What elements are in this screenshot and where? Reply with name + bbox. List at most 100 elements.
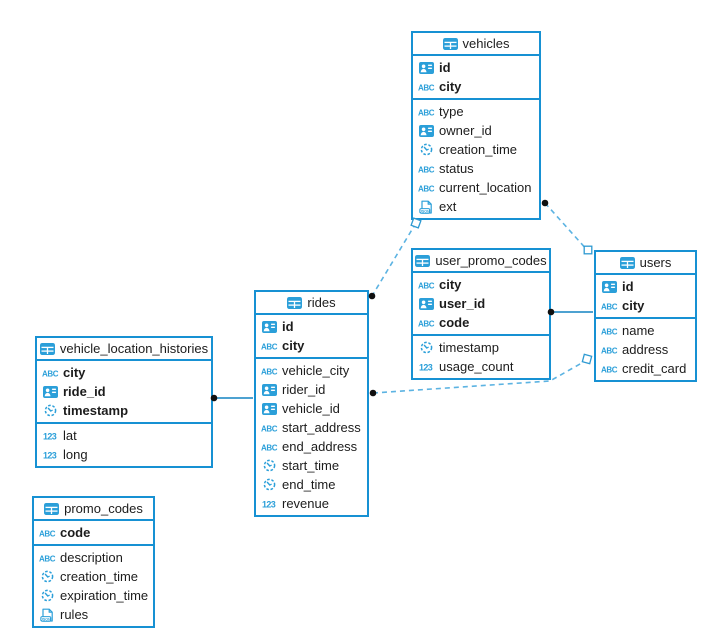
table-title: users [639, 255, 672, 270]
abc-icon: ABC [600, 343, 618, 357]
field-row-owner_id[interactable]: owner_id [413, 121, 539, 140]
field-label: city [63, 365, 86, 380]
field-row-vehicle_id[interactable]: vehicle_id [256, 399, 367, 418]
field-row-timestamp[interactable]: timestamp [37, 401, 211, 420]
table-icon [39, 342, 55, 356]
field-row-city[interactable]: ABC city [413, 77, 539, 96]
field-row-expiration_time[interactable]: expiration_time [34, 586, 153, 605]
table-header[interactable]: rides [256, 292, 367, 315]
relationship-line-vehicles-rides[interactable] [371, 222, 417, 297]
table-header[interactable]: vehicles [413, 33, 539, 56]
clock-icon [260, 459, 278, 473]
field-row-current_location[interactable]: ABC current_location [413, 178, 539, 197]
clock-icon [417, 341, 435, 355]
field-label: creation_time [439, 142, 518, 157]
field-row-credit_card[interactable]: ABC credit_card [596, 359, 695, 378]
table-icon [287, 296, 303, 310]
field-row-id[interactable]: id [256, 317, 367, 336]
field-row-id[interactable]: id [596, 277, 695, 296]
field-label: city [439, 79, 462, 94]
id-icon [260, 383, 278, 397]
field-label: ext [439, 199, 457, 214]
relationship-line-vehicles-users[interactable] [544, 202, 589, 252]
table-header[interactable]: promo_codes [34, 498, 153, 521]
field-row-id[interactable]: id [413, 58, 539, 77]
number-icon: 123 [260, 497, 278, 511]
table-icon [44, 502, 60, 516]
svg-text:123: 123 [262, 499, 276, 508]
field-label: owner_id [439, 123, 492, 138]
field-row-user_id[interactable]: user_id [413, 294, 549, 313]
field-label: description [60, 550, 123, 565]
field-row-rider_id[interactable]: rider_id [256, 380, 367, 399]
svg-text:ABC: ABC [261, 342, 278, 351]
abc-icon: ABC [260, 339, 278, 353]
table-title: vehicle_location_histories [59, 341, 209, 356]
field-row-end_time[interactable]: end_time [256, 475, 367, 494]
field-row-city[interactable]: ABC city [256, 336, 367, 355]
field-row-timestamp[interactable]: timestamp [413, 338, 549, 357]
svg-text:ABC: ABC [601, 302, 618, 311]
field-label: credit_card [622, 361, 687, 376]
clock-icon [38, 589, 56, 603]
svg-text:ABC: ABC [261, 367, 278, 376]
field-row-creation_time[interactable]: creation_time [413, 140, 539, 159]
field-label: city [622, 298, 645, 313]
table-header[interactable]: vehicle_location_histories [37, 338, 211, 361]
table-title: vehicles [462, 36, 510, 51]
svg-text:ABC: ABC [418, 281, 435, 290]
field-row-city[interactable]: ABC city [596, 296, 695, 315]
field-row-creation_time[interactable]: creation_time [34, 567, 153, 586]
clock-icon [41, 404, 59, 418]
abc-icon: ABC [600, 324, 618, 338]
svg-text:ABC: ABC [601, 327, 618, 336]
table-header[interactable]: user_promo_codes [413, 250, 549, 273]
id-icon [260, 402, 278, 416]
svg-text:JSON: JSON [420, 209, 430, 213]
field-row-start_time[interactable]: start_time [256, 456, 367, 475]
field-label: end_address [282, 439, 358, 454]
svg-text:ABC: ABC [418, 108, 435, 117]
number-icon: 123 [417, 360, 435, 374]
field-label: city [282, 338, 305, 353]
abc-icon: ABC [417, 80, 435, 94]
field-label: current_location [439, 180, 532, 195]
json-icon: JSON [38, 608, 56, 622]
table-title: rides [307, 295, 336, 310]
svg-text:ABC: ABC [601, 365, 618, 374]
svg-text:ABC: ABC [39, 554, 56, 563]
svg-text:ABC: ABC [39, 529, 56, 538]
table-header[interactable]: users [596, 252, 695, 275]
field-row-ext[interactable]: JSON ext [413, 197, 539, 216]
field-label: code [439, 315, 470, 330]
field-row-description[interactable]: ABC description [34, 548, 153, 567]
field-row-ride_id[interactable]: ride_id [37, 382, 211, 401]
abc-icon: ABC [417, 162, 435, 176]
svg-text:ABC: ABC [418, 184, 435, 193]
